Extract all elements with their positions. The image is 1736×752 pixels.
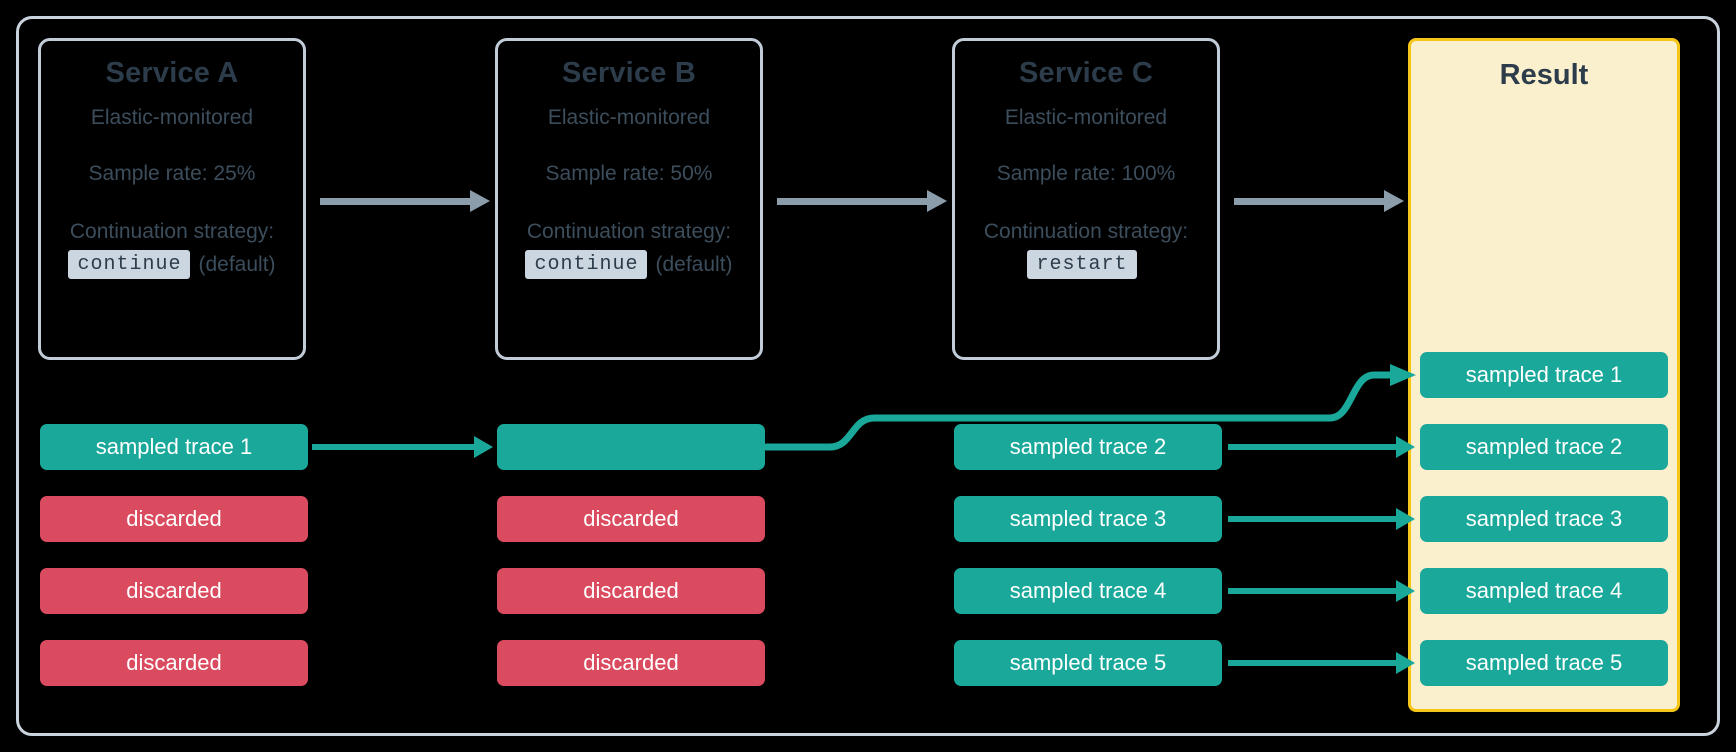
service-a-strategy-label: Continuation strategy:	[69, 220, 275, 243]
service-card-c: Service C Elastic-monitored Sample rate:…	[952, 38, 1220, 360]
trace-arrow-c3-result4	[1228, 580, 1416, 602]
result-trace-4: sampled trace 4	[1420, 568, 1668, 614]
service-b-title: Service B	[562, 57, 696, 89]
service-c-sample-rate: Sample rate: 100%	[996, 162, 1176, 185]
service-a-subtitle: Elastic-monitored	[90, 106, 254, 129]
service-b-strategy-note: (default)	[655, 252, 733, 276]
service-c-subtitle: Elastic-monitored	[1004, 106, 1168, 129]
service-c-title: Service C	[1019, 57, 1153, 89]
result-trace-5: sampled trace 5	[1420, 640, 1668, 686]
service-b-strategy-label: Continuation strategy:	[526, 220, 732, 243]
service-a-strategy-row: continue (default)	[68, 250, 276, 279]
service-card-b: Service B Elastic-monitored Sample rate:…	[495, 38, 763, 360]
service-b-row-2: discarded	[497, 496, 765, 542]
service-a-row-2: discarded	[40, 496, 308, 542]
service-a-strategy-value: continue	[68, 250, 191, 279]
service-flow-arrow-b-c	[777, 190, 947, 212]
result-trace-1: sampled trace 1	[1420, 352, 1668, 398]
service-c-strategy-label: Continuation strategy:	[983, 220, 1189, 243]
trace-arrow-c1-result2	[1228, 436, 1416, 458]
result-trace-2: sampled trace 2	[1420, 424, 1668, 470]
service-a-row-1: sampled trace 1	[40, 424, 308, 470]
service-b-row-4: discarded	[497, 640, 765, 686]
service-b-subtitle: Elastic-monitored	[547, 106, 711, 129]
result-title: Result	[1499, 59, 1589, 91]
service-a-row-4: discarded	[40, 640, 308, 686]
trace-arrow-a1-b1	[312, 436, 494, 458]
service-b-row-1	[497, 424, 765, 470]
service-c-strategy-row: restart	[1027, 250, 1144, 279]
service-a-strategy-note: (default)	[198, 252, 276, 276]
service-c-row-4: sampled trace 5	[954, 640, 1222, 686]
service-b-row-3: discarded	[497, 568, 765, 614]
result-trace-3: sampled trace 3	[1420, 496, 1668, 542]
service-a-row-3: discarded	[40, 568, 308, 614]
service-a-sample-rate: Sample rate: 25%	[88, 162, 256, 185]
service-card-a: Service A Elastic-monitored Sample rate:…	[38, 38, 306, 360]
service-c-row-3: sampled trace 4	[954, 568, 1222, 614]
service-a-title: Service A	[105, 57, 239, 89]
service-c-strategy-value: restart	[1027, 250, 1137, 279]
service-b-sample-rate: Sample rate: 50%	[545, 162, 713, 185]
trace-arrow-c2-result3	[1228, 508, 1416, 530]
service-flow-arrow-a-b	[320, 190, 490, 212]
service-b-strategy-value: continue	[525, 250, 648, 279]
service-b-strategy-row: continue (default)	[525, 250, 733, 279]
trace-arrow-c4-result5	[1228, 652, 1416, 674]
service-c-row-2: sampled trace 3	[954, 496, 1222, 542]
service-c-row-1: sampled trace 2	[954, 424, 1222, 470]
service-flow-arrow-c-result	[1234, 190, 1404, 212]
